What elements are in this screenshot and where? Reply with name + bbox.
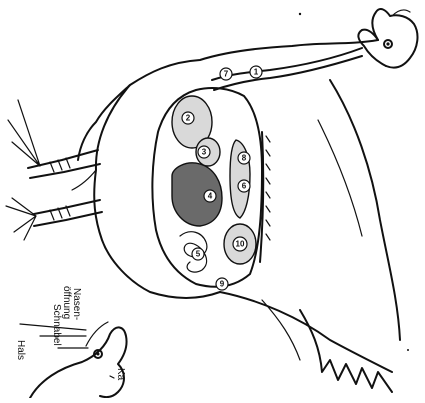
marker-3: 3: [198, 146, 210, 158]
organ-kidney: [230, 140, 250, 218]
svg-text:2: 2: [186, 114, 191, 123]
marker-5: 5: [192, 248, 204, 260]
marker-4: 4: [204, 190, 216, 202]
head-inset: [20, 322, 127, 398]
bird-head: [358, 9, 417, 68]
svg-text:4: 4: [208, 192, 213, 201]
body-cavity: [152, 88, 270, 287]
label-nasal-opening-line2: öffnung: [61, 286, 72, 319]
svg-text:5: 5: [196, 250, 201, 259]
marker-2: 2: [182, 112, 194, 124]
svg-text:9: 9: [220, 280, 225, 289]
marker-9: 9: [216, 278, 228, 290]
label-neck: Hals: [15, 340, 26, 360]
svg-text:10: 10: [236, 240, 245, 249]
marker-10: 10: [233, 237, 247, 251]
marker-7: 7: [220, 68, 232, 80]
svg-text:8: 8: [242, 154, 247, 163]
label-comb-partial: Ka: [115, 368, 126, 381]
marker-6: 6: [238, 180, 250, 192]
svg-text:6: 6: [242, 182, 247, 191]
svg-text:3: 3: [202, 148, 207, 157]
label-beak: Schnabel: [51, 304, 62, 346]
svg-text:1: 1: [254, 68, 259, 77]
bird-legs: [6, 100, 102, 240]
svg-text:7: 7: [224, 70, 229, 79]
esophagus: [212, 48, 362, 90]
marker-1: 1: [250, 66, 262, 78]
marker-8: 8: [238, 152, 250, 164]
